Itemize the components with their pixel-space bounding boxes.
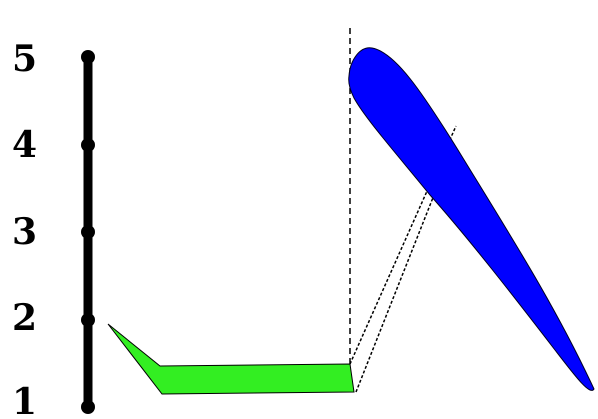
green-shape xyxy=(107,323,355,395)
diagonal-dotted-line-b xyxy=(355,189,437,393)
scale-label-4: 4 xyxy=(12,124,37,166)
scale-label-5: 5 xyxy=(12,38,37,80)
scale-dot-3 xyxy=(81,225,95,239)
scale-label-1: 1 xyxy=(12,381,37,419)
scale-label-2: 2 xyxy=(12,297,37,339)
scale-label-3: 3 xyxy=(12,211,37,253)
scale-dot-1 xyxy=(81,400,95,414)
blue-shape xyxy=(348,47,595,391)
scale-dot-4 xyxy=(81,138,95,152)
scale-dot-5 xyxy=(81,50,95,64)
scale-dot-2 xyxy=(81,313,95,327)
